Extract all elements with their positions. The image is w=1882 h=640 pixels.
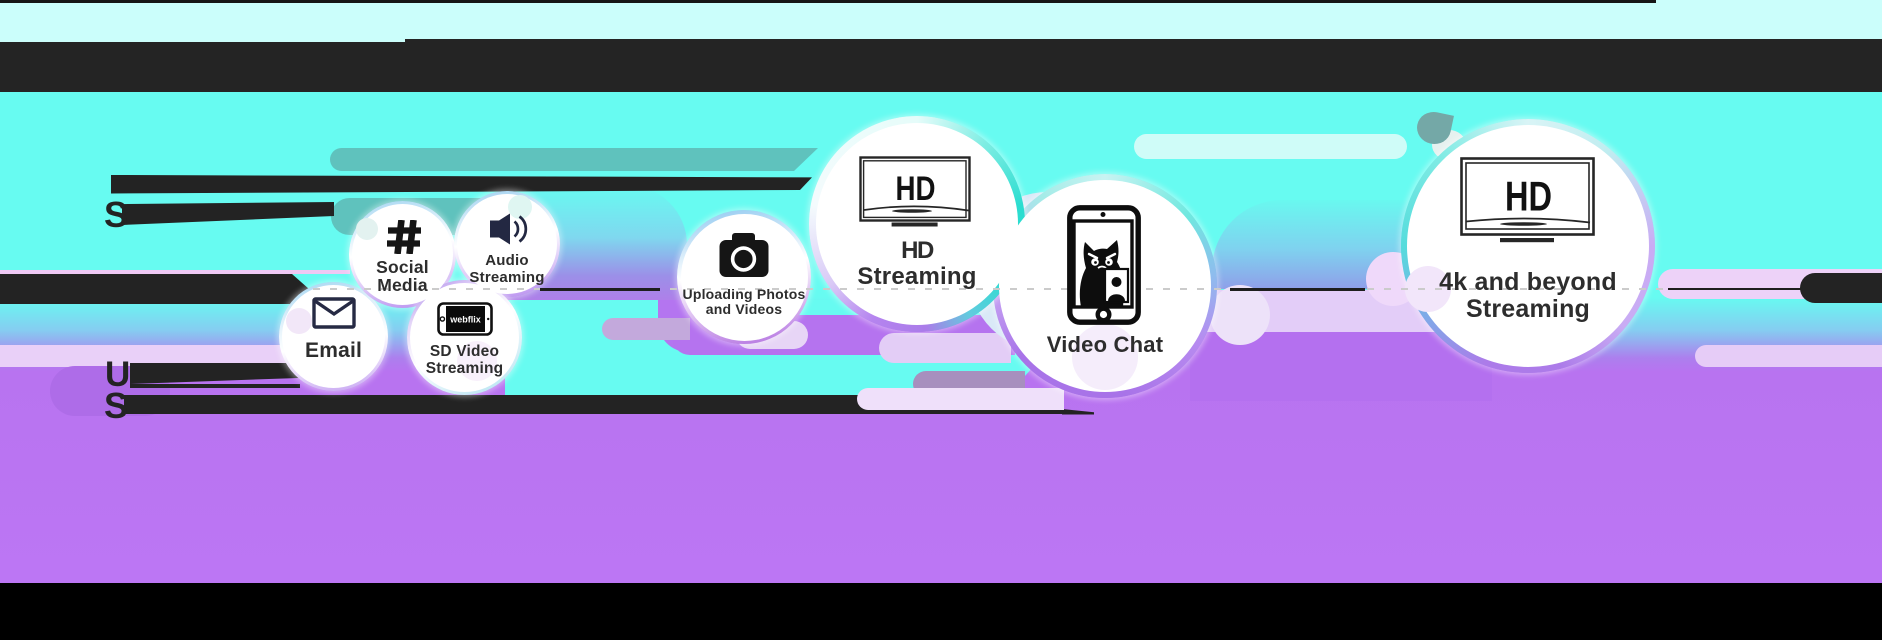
svg-text:webflix: webflix — [449, 315, 481, 325]
svg-text:HD: HD — [1505, 173, 1552, 220]
svg-text:HD: HD — [896, 170, 936, 208]
